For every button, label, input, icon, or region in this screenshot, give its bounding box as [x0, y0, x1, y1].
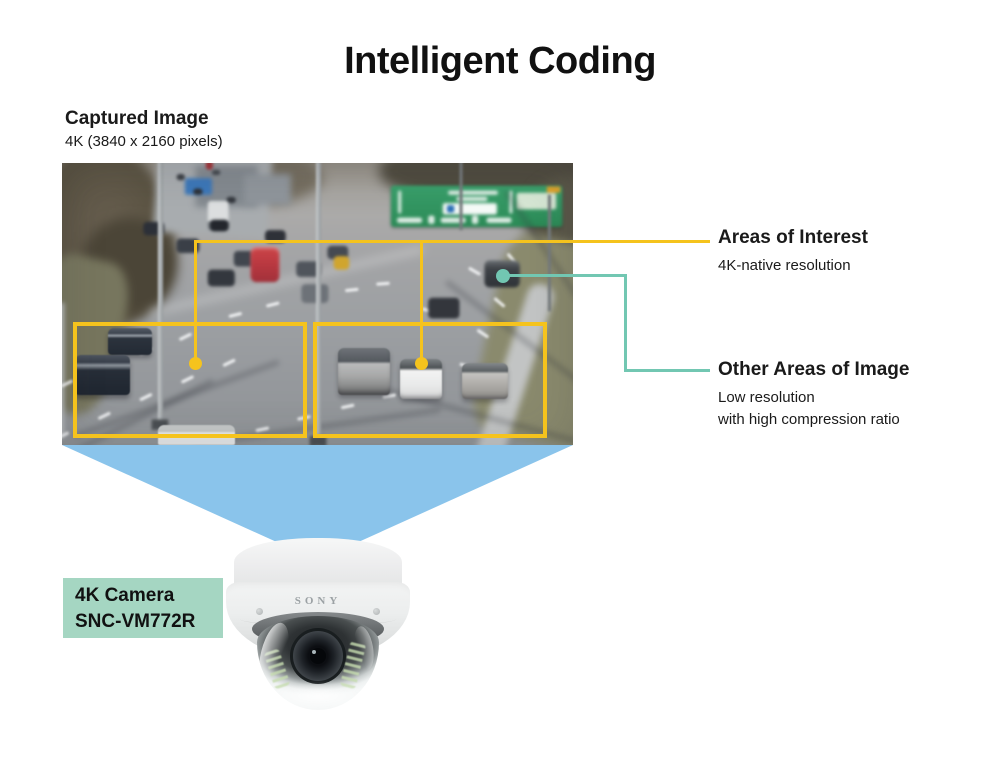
- light-pole: [315, 163, 322, 445]
- other-areas-title: Other Areas of Image: [718, 359, 910, 380]
- car: [264, 230, 286, 243]
- area-of-interest-dot-icon: [415, 357, 428, 370]
- car: [296, 261, 322, 277]
- sign-text-line: [448, 190, 498, 195]
- light-pole-base: [151, 419, 169, 430]
- areas-of-interest-label: Areas of Interest 4K-native resolution: [718, 227, 868, 277]
- yellow-car: [333, 256, 350, 270]
- car: [176, 174, 185, 181]
- areas-of-interest-pointer-line: [420, 240, 423, 366]
- areas-of-interest-title: Areas of Interest: [718, 227, 868, 248]
- sign-right-panel: [516, 192, 557, 210]
- screw-icon: [256, 608, 263, 615]
- sign-mast: [459, 163, 463, 231]
- area-of-interest-box-right: [313, 322, 547, 438]
- light-pole-base: [309, 436, 327, 445]
- other-areas-description: Low resolution with high compression rat…: [718, 388, 900, 429]
- areas-of-interest-connector-line: [196, 240, 710, 243]
- camera-label-line2: SNC-VM772R: [75, 611, 196, 632]
- light-pole: [157, 163, 164, 432]
- dome-bottom-glow: [265, 682, 371, 710]
- sign-mast: [547, 194, 551, 312]
- car: [226, 196, 236, 204]
- sign-exit-text: [486, 217, 512, 223]
- car: [211, 169, 221, 176]
- page-title: Intelligent Coding: [344, 40, 656, 82]
- camera-label-line1: 4K Camera: [75, 585, 175, 606]
- area-of-interest-box-left: [73, 322, 307, 438]
- sony-logo: SONY: [294, 595, 342, 607]
- dark-sedan: [108, 328, 152, 355]
- other-area-connector-line: [624, 274, 627, 372]
- car: [205, 163, 213, 170]
- camera-model-label: 4K Camera SNC-VM772R: [63, 578, 223, 638]
- roadside-barrier: [62, 302, 65, 439]
- sign-exit-text: [397, 217, 423, 223]
- captured-image-resolution: 4K (3840 x 2160 pixels): [65, 133, 223, 150]
- sign-up-arrow: [428, 215, 435, 224]
- areas-of-interest-description: 4K-native resolution: [718, 256, 851, 274]
- blue-road-sign: [184, 178, 212, 195]
- other-areas-label: Other Areas of Image Low resolution with…: [718, 359, 909, 432]
- other-area-connector-line: [624, 369, 710, 372]
- dark-sedan: [75, 355, 130, 395]
- highway-scene: [62, 163, 573, 445]
- sign-arrow: [398, 190, 402, 214]
- sign-up-arrow: [471, 215, 479, 224]
- captured-photo: [62, 163, 573, 445]
- screw-icon: [373, 608, 380, 615]
- camera-dome: [257, 616, 379, 710]
- car: [207, 269, 235, 287]
- dome-reflection: [257, 619, 295, 689]
- red-bus: [250, 246, 280, 283]
- sign-symbol: [446, 205, 455, 213]
- sign-arrow: [509, 190, 513, 214]
- areas-of-interest-pointer-line: [194, 240, 197, 366]
- car: [176, 238, 200, 254]
- car: [209, 219, 229, 232]
- silver-suv: [338, 348, 390, 395]
- car: [193, 188, 203, 195]
- sign-exit-text: [440, 217, 466, 223]
- distant-building: [244, 174, 291, 206]
- car: [327, 245, 349, 260]
- sign-panel: [442, 203, 497, 215]
- captured-image-label: Captured Image 4K (3840 x 2160 pixels): [65, 108, 223, 150]
- dome-camera: SONY: [226, 538, 410, 718]
- area-of-interest-dot-icon: [189, 357, 202, 370]
- car: [428, 297, 460, 319]
- lens-glint: [312, 650, 316, 654]
- other-area-connector-line: [503, 274, 627, 277]
- car: [301, 284, 329, 303]
- green-highway-sign: [390, 185, 563, 228]
- silver-sedan: [462, 363, 508, 399]
- captured-image-heading: Captured Image: [65, 108, 209, 129]
- camera-lens: [290, 628, 346, 684]
- sign-orange-tag: [546, 186, 561, 193]
- sign-text-line: [456, 196, 488, 202]
